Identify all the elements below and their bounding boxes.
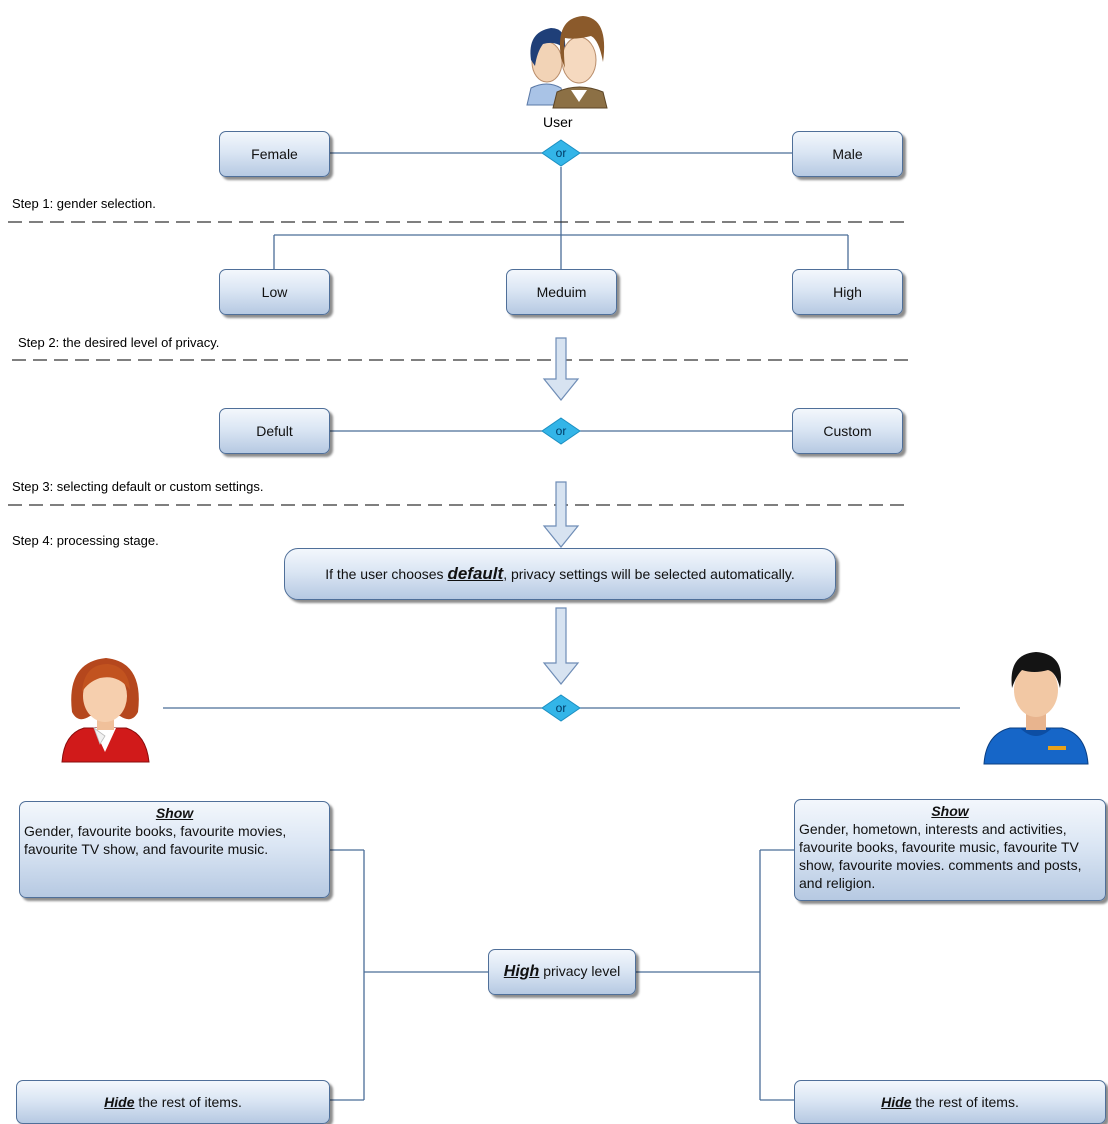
default-statement: If the user chooses default, privacy set… [284, 548, 836, 600]
male-option-button[interactable]: Male [792, 131, 903, 177]
male-show-heading: Show [931, 803, 969, 819]
or-label: or [555, 146, 567, 160]
user-label: User [543, 114, 573, 130]
or-label: or [555, 424, 567, 438]
down-arrow-icon [542, 481, 580, 548]
high-privacy-level-box: High privacy level [488, 949, 636, 995]
down-arrow-icon [542, 337, 580, 401]
privacy-level-emphasis: High [503, 963, 540, 980]
or-diamond: or [541, 417, 581, 445]
statement-suffix: , privacy settings will be selected auto… [503, 566, 795, 582]
female-show-box: Show Gender, favourite books, favourite … [19, 801, 330, 898]
male-show-box: Show Gender, hometown, interests and act… [794, 799, 1106, 901]
male-user-icon [983, 652, 1089, 765]
female-show-text: Gender, favourite books, favourite movie… [24, 823, 287, 857]
female-show-heading: Show [155, 805, 194, 821]
step3-label: Step 3: selecting default or custom sett… [12, 479, 264, 494]
male-hide-emphasis: Hide [881, 1094, 912, 1110]
custom-settings-button[interactable]: Custom [792, 408, 903, 454]
down-arrow-icon [542, 607, 580, 685]
step2-label: Step 2: the desired level of privacy. [18, 335, 220, 350]
or-label: or [555, 701, 567, 715]
flow-arrows [542, 337, 580, 685]
female-hide-box: Hide the rest of items. [16, 1080, 330, 1124]
statement-emphasis: default [447, 564, 504, 583]
user-group-icon [526, 16, 608, 109]
medium-privacy-button[interactable]: Meduim [506, 269, 617, 315]
step4-label: Step 4: processing stage. [12, 533, 159, 548]
male-hide-box: Hide the rest of items. [794, 1080, 1106, 1124]
high-privacy-button[interactable]: High [792, 269, 903, 315]
step1-label: Step 1: gender selection. [12, 196, 156, 211]
female-user-icon [61, 658, 150, 763]
low-privacy-button[interactable]: Low [219, 269, 330, 315]
or-diamond: or [541, 694, 581, 722]
female-hide-text: the rest of items. [134, 1094, 242, 1110]
male-hide-text: the rest of items. [911, 1094, 1019, 1110]
male-show-text: Gender, hometown, interests and activiti… [799, 821, 1082, 891]
privacy-level-text: privacy level [539, 963, 621, 979]
female-option-button[interactable]: Female [219, 131, 330, 177]
default-settings-button[interactable]: Defult [219, 408, 330, 454]
female-hide-emphasis: Hide [104, 1094, 135, 1110]
statement-prefix: If the user chooses [325, 566, 448, 582]
or-diamond: or [541, 139, 581, 167]
